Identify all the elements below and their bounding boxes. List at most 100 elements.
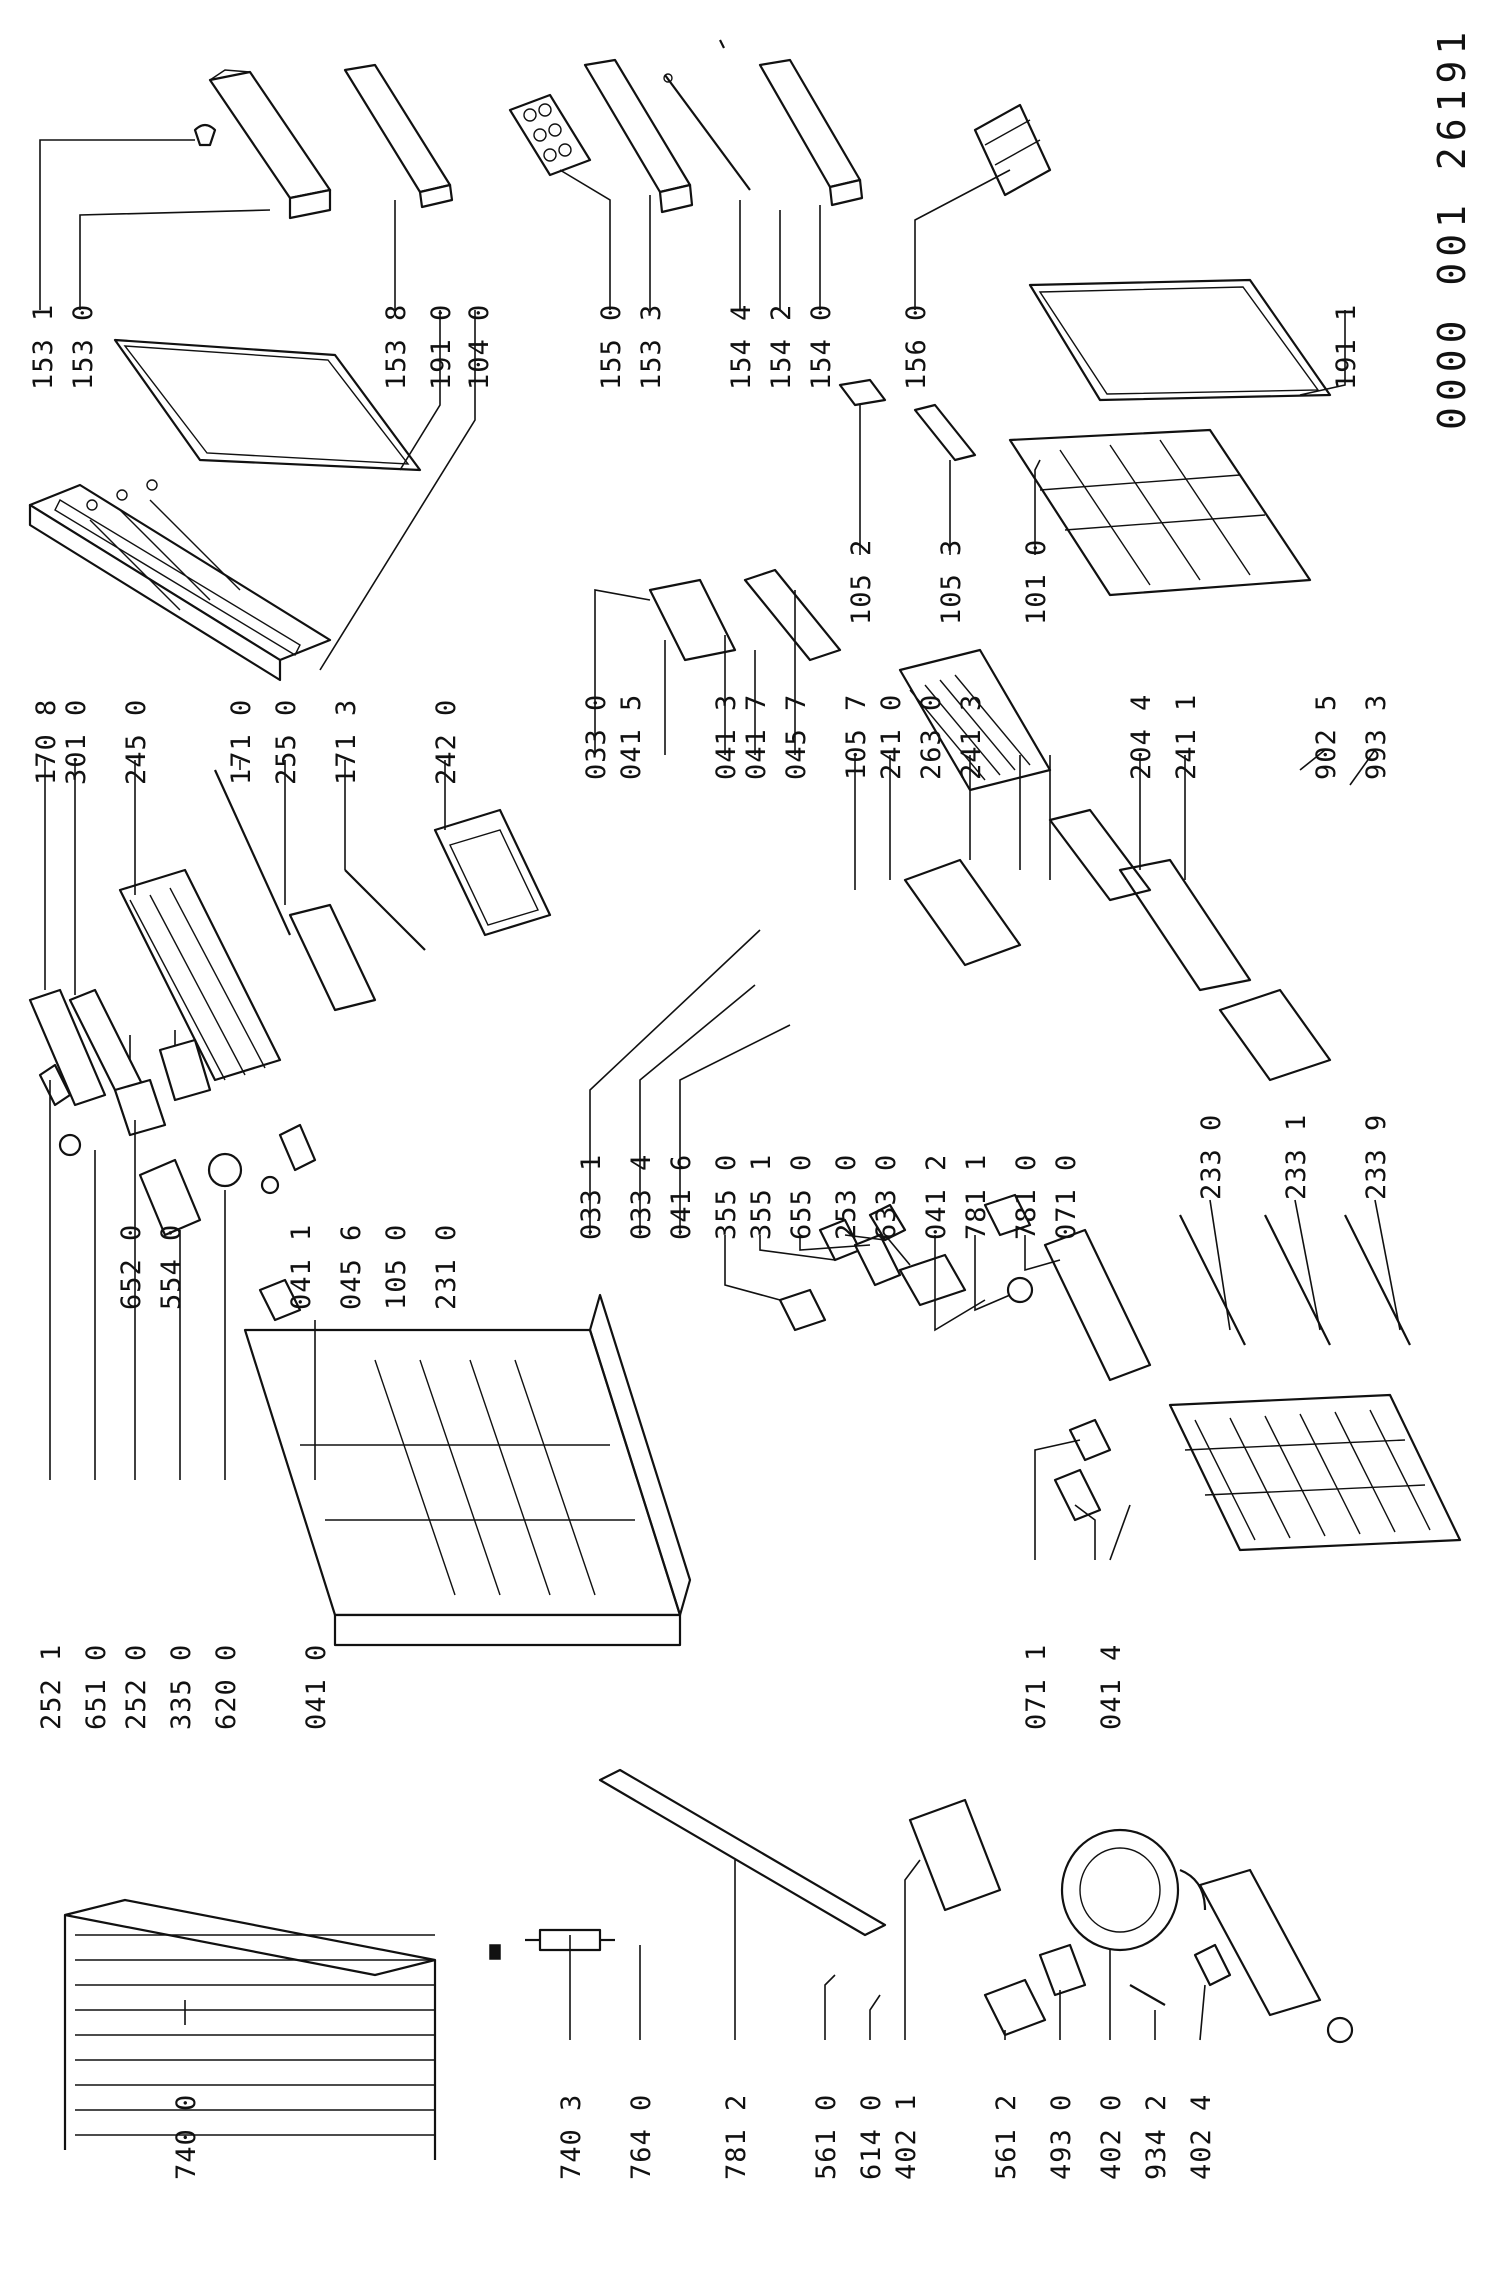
label-554-0: 554 0: [156, 1224, 187, 1310]
cabinet-accessory-drawings: [778, 1193, 1411, 1522]
egg-tray-drawing: [508, 93, 592, 177]
label-355-0: 355 0: [711, 1154, 742, 1240]
label-764-0: 764 0: [626, 2094, 657, 2180]
inner-door-panel-drawing: [1008, 428, 1312, 597]
label-252-0: 252 0: [121, 1644, 152, 1730]
label-493-0: 493 0: [1046, 2094, 1077, 2180]
label-241-0: 241 0: [876, 694, 907, 780]
capillary-tube-drawing: [598, 1768, 887, 1937]
label-156-0: 156 0: [901, 304, 932, 390]
label-561-2: 561 2: [991, 2094, 1022, 2180]
label-204-4: 204 4: [1126, 694, 1157, 780]
label-301-0: 301 0: [61, 699, 92, 785]
ice-tray-drawing: [973, 103, 1052, 197]
label-191-0: 191 0: [426, 304, 457, 390]
document-id: 0000 001 26191: [1430, 26, 1474, 430]
label-071-0: 071 0: [1051, 1154, 1082, 1240]
label-041-6: 041 6: [666, 1154, 697, 1240]
label-104-0: 104 0: [464, 304, 495, 390]
label-105-0: 105 0: [381, 1224, 412, 1310]
label-105-3: 105 3: [936, 539, 967, 625]
door-shelf-drawings: [193, 63, 454, 220]
label-233-9: 233 9: [1361, 1114, 1392, 1200]
evaporator-coil-drawing: [1168, 1393, 1462, 1552]
label-153-0: 153 0: [68, 304, 99, 390]
freezer-basket-drawings: [648, 568, 1332, 1082]
label-245-0: 245 0: [121, 699, 152, 785]
label-171-3: 171 3: [331, 699, 362, 785]
label-651-0: 651 0: [81, 1644, 112, 1730]
label-614-0: 614 0: [856, 2094, 887, 2180]
label-041-5: 041 5: [616, 694, 647, 780]
label-033-1: 033 1: [576, 1154, 607, 1240]
label-171-0: 171 0: [226, 699, 257, 785]
part-drawings: [28, 39, 1462, 2160]
label-620-0: 620 0: [211, 1644, 242, 1730]
label-241-1: 241 1: [1171, 694, 1202, 780]
label-355-1: 355 1: [746, 1154, 777, 1240]
label-252-1: 252 1: [36, 1644, 67, 1730]
door-bin-drawings: [583, 39, 864, 214]
label-154-0: 154 0: [806, 304, 837, 390]
label-402-4: 402 4: [1186, 2094, 1217, 2180]
compressor-drawings: [908, 1798, 1354, 2044]
filter-drier-drawing: [489, 1928, 615, 1960]
small-hinge-drawings: [838, 378, 977, 462]
label-041-7: 041 7: [741, 694, 772, 780]
label-402-1: 402 1: [891, 2094, 922, 2180]
label-781-2: 781 2: [721, 2094, 752, 2180]
label-033-0: 033 0: [581, 694, 612, 780]
label-041-1: 041 1: [286, 1224, 317, 1310]
label-233-0: 233 0: [1196, 1114, 1227, 1200]
label-781-0: 781 0: [1011, 1154, 1042, 1240]
label-041-4: 041 4: [1096, 1644, 1127, 1730]
label-655-0: 655 0: [786, 1154, 817, 1240]
label-045-7: 045 7: [781, 694, 812, 780]
label-153-8: 153 8: [381, 304, 412, 390]
rear-gasket-drawing: [1028, 278, 1332, 402]
label-740-0: 740 0: [171, 2094, 202, 2180]
label-241-3: 241 3: [956, 694, 987, 780]
door-gasket-drawing: [113, 338, 422, 472]
glass-shelf-drawings: [28, 769, 552, 1112]
label-101-0: 101 0: [1021, 539, 1052, 625]
label-781-1: 781 1: [961, 1154, 992, 1240]
label-402-0: 402 0: [1096, 2094, 1127, 2180]
thermostat-cluster-drawing: [38, 1038, 317, 1322]
label-231-0: 231 0: [431, 1224, 462, 1310]
label-993-3: 993 3: [1361, 694, 1392, 780]
label-335-0: 335 0: [166, 1644, 197, 1730]
label-033-4: 033 4: [626, 1154, 657, 1240]
label-191-1: 191 1: [1331, 304, 1362, 390]
label-071-1: 071 1: [1021, 1644, 1052, 1730]
label-633-0: 633 0: [871, 1154, 902, 1240]
label-652-0: 652 0: [116, 1224, 147, 1310]
label-740-3: 740 3: [556, 2094, 587, 2180]
label-170-8: 170 8: [31, 699, 62, 785]
label-041-3: 041 3: [711, 694, 742, 780]
leader-lines: [39, 139, 1401, 2041]
label-154-4: 154 4: [726, 304, 757, 390]
label-255-0: 255 0: [271, 699, 302, 785]
label-233-1: 233 1: [1281, 1114, 1312, 1200]
label-263-0: 263 0: [916, 694, 947, 780]
label-041-0: 041 0: [301, 1644, 332, 1730]
label-154-2: 154 2: [766, 304, 797, 390]
label-105-2: 105 2: [846, 539, 877, 625]
freezer-door-drawing: [28, 479, 332, 682]
label-902-5: 902 5: [1311, 694, 1342, 780]
cabinet-drawing: [243, 1293, 692, 1647]
label-561-0: 561 0: [811, 2094, 842, 2180]
label-153-1: 153 1: [28, 304, 59, 390]
label-155-0: 155 0: [596, 304, 627, 390]
label-934-2: 934 2: [1141, 2094, 1172, 2180]
part-number-labels: 153 1 153 0 153 8 191 0 104 0 155 0 153 …: [28, 26, 1474, 2180]
label-045-6: 045 6: [336, 1224, 367, 1310]
label-153-3: 153 3: [636, 304, 667, 390]
condenser-drawing: [63, 1898, 437, 2160]
label-105-7: 105 7: [841, 694, 872, 780]
label-253-0: 253 0: [831, 1154, 862, 1240]
label-242-0: 242 0: [431, 699, 462, 785]
